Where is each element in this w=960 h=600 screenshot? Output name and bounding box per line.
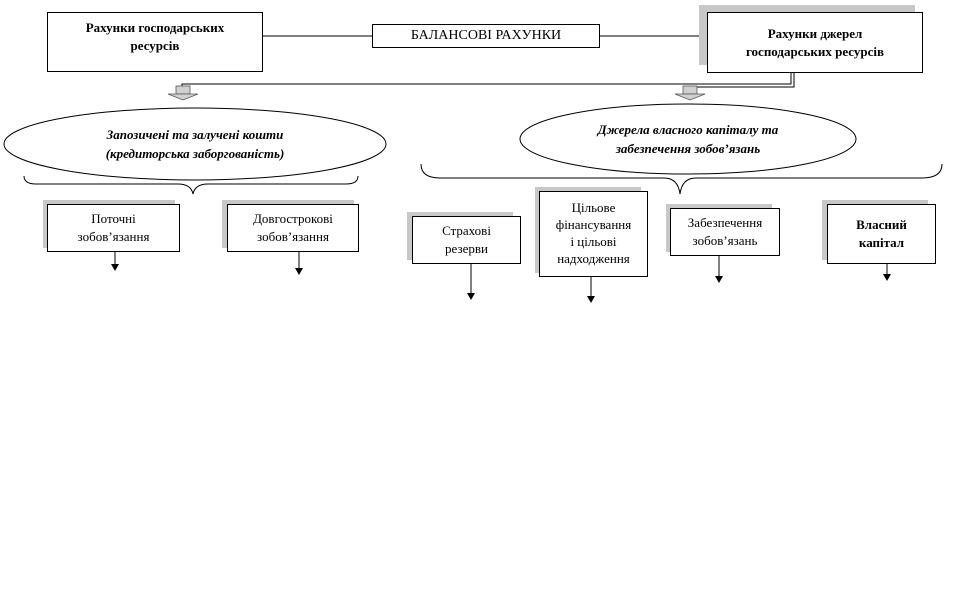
- targeted-financing-label: Цільове фінансування і цільові надходжен…: [555, 200, 632, 266]
- current-liabilities-box: Поточні зобов’язання: [47, 204, 180, 252]
- long-term-liabilities-box: Довгострокові зобов’язання: [227, 204, 359, 252]
- equity-capital-box: Власний капітал: [827, 204, 936, 264]
- right-group-ellipse: [519, 103, 857, 175]
- liability-provisions-label: Забезпечення зобов’язань: [687, 215, 763, 248]
- long-term-liabilities-label: Довгострокові зобов’язання: [253, 211, 333, 244]
- accounts-resources-label: Рахунки господарських ресурсів: [85, 20, 225, 53]
- targeted-financing-box: Цільове фінансування і цільові надходжен…: [539, 191, 648, 277]
- accounts-sources-box: Рахунки джерел господарських ресурсів: [707, 12, 923, 73]
- right-group-title: Джерела власного капіталу та забезпеченн…: [530, 115, 846, 163]
- left-group-title-text: Запозичені та залучені кошти (кредиторсь…: [105, 126, 285, 162]
- insurance-reserves-label: Страхові резерви: [442, 223, 491, 256]
- accounts-resources-box: Рахунки господарських ресурсів: [47, 12, 263, 72]
- left-group-ellipse: [3, 107, 387, 181]
- equity-capital-label: Власний капітал: [856, 217, 907, 250]
- left-group-title: Запозичені та залучені кошти (кредиторсь…: [20, 120, 370, 168]
- balance-accounts-title-text: БАЛАНСОВІ РАХУНКИ: [410, 27, 562, 43]
- arrow-down-right-group: [674, 85, 706, 101]
- insurance-reserves-box: Страхові резерви: [412, 216, 521, 264]
- right-brace: [420, 163, 943, 195]
- accounts-sources-label: Рахунки джерел господарських ресурсів: [745, 25, 885, 59]
- arrow-down-left-group: [167, 85, 199, 101]
- left-brace: [23, 175, 359, 195]
- right-group-title-text: Джерела власного капіталу та забезпеченн…: [597, 121, 779, 157]
- liability-provisions-box: Забезпечення зобов’язань: [670, 208, 780, 256]
- current-liabilities-label: Поточні зобов’язання: [77, 211, 150, 244]
- balance-accounts-title: БАЛАНСОВІ РАХУНКИ: [372, 24, 600, 48]
